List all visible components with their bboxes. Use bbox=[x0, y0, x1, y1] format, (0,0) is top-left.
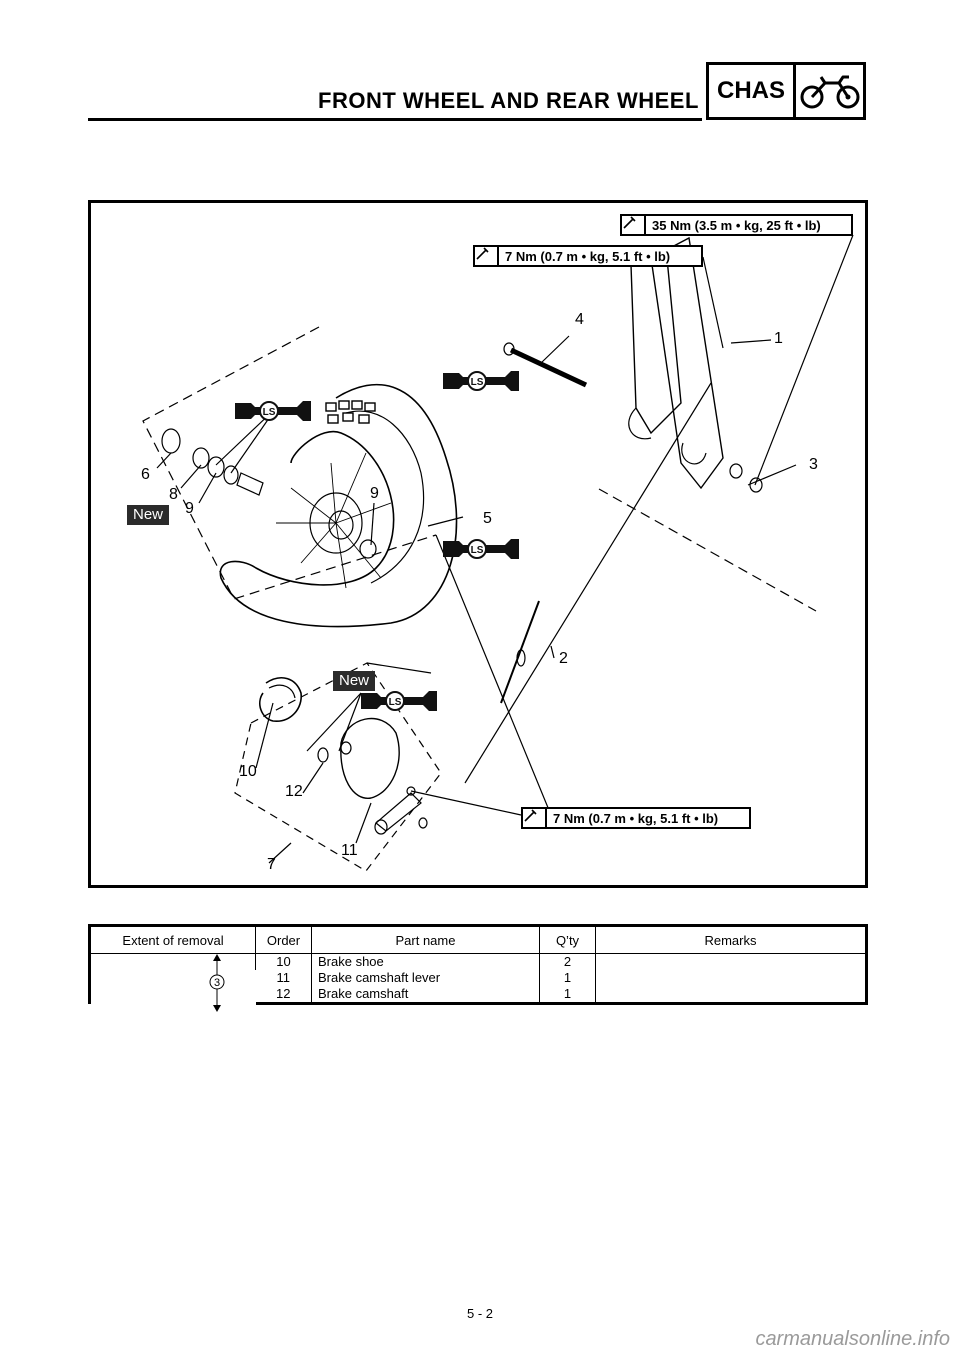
order-cell: 11 bbox=[276, 970, 291, 985]
qty-cell: 1 bbox=[539, 970, 596, 986]
remarks-cell bbox=[595, 953, 867, 970]
lubricant-ls-icon: LS bbox=[443, 539, 519, 559]
qty-cell: 1 bbox=[539, 986, 596, 1005]
table-row: 3 10 Brake shoe 2 bbox=[90, 953, 867, 1012]
new-part-tag: New bbox=[127, 505, 170, 525]
callout-8: 8 bbox=[169, 486, 178, 503]
order-cell: 10 bbox=[255, 953, 312, 970]
torque-wrench-icon bbox=[622, 216, 646, 234]
part-name-cell: Brake shoe bbox=[311, 953, 540, 970]
page-title: FRONT WHEEL AND REAR WHEEL bbox=[318, 88, 699, 113]
callout-12: 12 bbox=[285, 783, 303, 800]
column-header: Order bbox=[255, 924, 312, 954]
exploded-diagram: 35 Nm (3.5 m • kg, 25 ft • lb) 7 Nm (0.7… bbox=[88, 200, 868, 888]
part-name-cell: Brake camshaft lever bbox=[311, 970, 540, 986]
lubricant-ls-icon: LS bbox=[361, 691, 437, 711]
qty-cell: 2 bbox=[539, 953, 596, 970]
table-header-row: Extent of removal Order Part name Q’ty R… bbox=[89, 924, 867, 954]
new-part-tag: New bbox=[333, 671, 376, 691]
svg-text:LS: LS bbox=[471, 377, 484, 388]
extent-range-arrow: 3 bbox=[209, 954, 225, 1012]
torque-spec-3: 7 Nm (0.7 m • kg, 5.1 ft • lb) bbox=[521, 807, 751, 829]
callout-11: 11 bbox=[341, 842, 358, 859]
callout-2: 2 bbox=[559, 650, 568, 667]
callout-3: 3 bbox=[809, 456, 818, 473]
torque-spec-2: 7 Nm (0.7 m • kg, 5.1 ft • lb) bbox=[473, 245, 703, 267]
callout-9-hub: 9 bbox=[370, 485, 379, 502]
order-cell: 12 bbox=[255, 986, 312, 1005]
column-header: Extent of removal bbox=[89, 924, 256, 954]
callout-1: 1 bbox=[774, 330, 783, 347]
callout-9: 9 bbox=[185, 500, 194, 517]
diagram-drawing bbox=[142, 234, 854, 872]
part-name-cell: Brake camshaft bbox=[311, 986, 540, 1005]
callout-10: 10 bbox=[239, 763, 257, 780]
page-number: 5 - 2 bbox=[466, 1306, 493, 1321]
svg-text:LS: LS bbox=[263, 407, 276, 418]
torque-spec-1: 35 Nm (3.5 m • kg, 25 ft • lb) bbox=[620, 214, 853, 236]
remarks-cell bbox=[595, 970, 867, 986]
svg-text:LS: LS bbox=[471, 545, 484, 556]
svg-text:LS: LS bbox=[389, 697, 402, 708]
callout-6: 6 bbox=[141, 466, 150, 483]
svg-text:3: 3 bbox=[214, 977, 220, 989]
lubricant-ls-icon: LS bbox=[235, 401, 311, 421]
motorcycle-icon bbox=[796, 65, 863, 117]
extent-of-removal-cell: 3 bbox=[90, 954, 256, 1012]
section-badge: CHAS bbox=[706, 62, 866, 120]
callout-4: 4 bbox=[575, 311, 584, 328]
remarks-cell bbox=[595, 986, 867, 1005]
watermark: carmanualsonline.info bbox=[755, 1328, 950, 1350]
section-code: CHAS bbox=[709, 65, 796, 117]
lubricant-ls-icon: LS bbox=[443, 371, 519, 391]
header-rule bbox=[88, 118, 702, 121]
callout-5: 5 bbox=[483, 510, 492, 527]
column-header: Q’ty bbox=[539, 924, 596, 954]
column-header: Remarks bbox=[595, 924, 867, 954]
torque-wrench-icon bbox=[523, 809, 547, 827]
table-row: 12 Brake camshaft 1 bbox=[90, 986, 867, 1005]
column-header: Part name bbox=[311, 924, 540, 954]
callout-7: 7 bbox=[267, 856, 276, 873]
table-row: 11 Brake camshaft lever 1 bbox=[90, 970, 867, 986]
torque-wrench-icon bbox=[475, 247, 499, 265]
parts-table: Extent of removal Order Part name Q’ty R… bbox=[88, 924, 868, 1012]
